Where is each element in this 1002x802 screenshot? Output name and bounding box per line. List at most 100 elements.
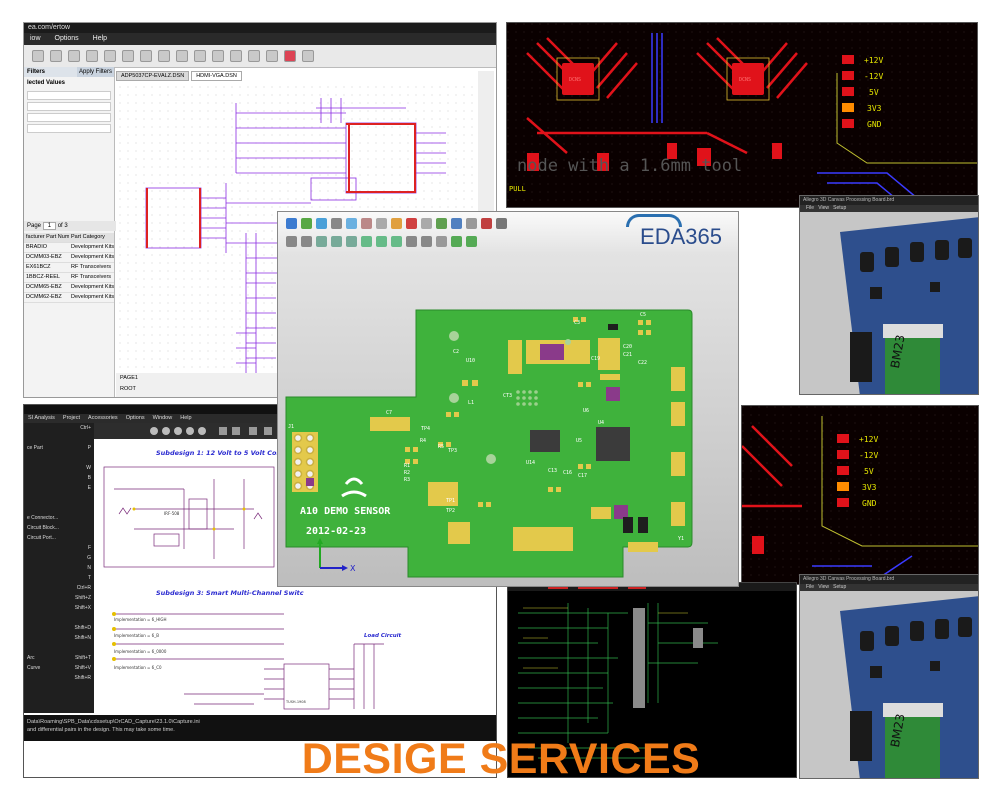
- menu-item-options[interactable]: Options: [125, 415, 145, 421]
- menu-item[interactable]: T: [24, 573, 94, 583]
- menu-item-project[interactable]: Project: [62, 415, 81, 421]
- menu-item[interactable]: [24, 433, 94, 443]
- view-top-icon[interactable]: [346, 236, 357, 247]
- menu-item[interactable]: Shift+Z: [24, 593, 94, 603]
- tool-icon[interactable]: [50, 50, 62, 62]
- menu-item-help[interactable]: Help: [180, 415, 192, 421]
- tool-icon[interactable]: [194, 50, 206, 62]
- menu-item[interactable]: e Connector...: [24, 513, 94, 523]
- rotate-icon[interactable]: [451, 236, 462, 247]
- menu-item[interactable]: Shift+D: [24, 623, 94, 633]
- menu-item[interactable]: [24, 503, 94, 513]
- menu-item-view[interactable]: View: [818, 205, 829, 211]
- view-back-icon[interactable]: [301, 236, 312, 247]
- menu-item[interactable]: Shift+N: [24, 633, 94, 643]
- tool-icon[interactable]: [86, 50, 98, 62]
- menu-item[interactable]: Ctrl+R: [24, 583, 94, 593]
- view-right-icon[interactable]: [331, 236, 342, 247]
- tool-icon[interactable]: [421, 236, 432, 247]
- tool-icon[interactable]: [32, 50, 44, 62]
- menu-item-file[interactable]: File: [806, 584, 815, 590]
- measure-icon[interactable]: [421, 218, 432, 229]
- camera-icon[interactable]: [331, 218, 342, 229]
- menu-item-help[interactable]: Help: [92, 35, 108, 42]
- menu-item[interactable]: Ctrl+: [24, 423, 94, 433]
- menu-item[interactable]: W: [24, 463, 94, 473]
- view-iso-icon[interactable]: [391, 236, 402, 247]
- menu-item[interactable]: B: [24, 473, 94, 483]
- view-front-icon[interactable]: [286, 236, 297, 247]
- tool-icon[interactable]: [158, 50, 170, 62]
- menu-item-setup[interactable]: Setup: [833, 205, 847, 211]
- menu-item-accessories[interactable]: Accessories: [88, 415, 118, 421]
- menu-item-si-analysis[interactable]: SI Analysis: [28, 415, 55, 421]
- menu-item[interactable]: E: [24, 483, 94, 493]
- menu-item[interactable]: N: [24, 563, 94, 573]
- cube-icon[interactable]: [316, 218, 327, 229]
- tool-icon[interactable]: [248, 50, 260, 62]
- filter-field[interactable]: [27, 102, 111, 111]
- tool-icon[interactable]: [176, 50, 188, 62]
- menu-item-view[interactable]: View: [818, 584, 829, 590]
- tree-item-root[interactable]: ROOT: [120, 386, 136, 392]
- view-icon[interactable]: [346, 218, 357, 229]
- wrench-icon[interactable]: [436, 218, 447, 229]
- binoculars-icon[interactable]: [436, 236, 447, 247]
- column-header[interactable]: Part Category: [71, 234, 105, 240]
- menu-item[interactable]: Circuit Port...: [24, 533, 94, 543]
- tool-icon[interactable]: [361, 218, 372, 229]
- filter-field[interactable]: [27, 124, 111, 133]
- tool-icon[interactable]: [140, 50, 152, 62]
- tool-icon[interactable]: [302, 50, 314, 62]
- menu-item-window[interactable]: iow: [30, 35, 41, 42]
- page-input[interactable]: 1: [42, 222, 57, 230]
- menu-item[interactable]: [24, 643, 94, 653]
- tool-icon[interactable]: [266, 50, 278, 62]
- menu-item[interactable]: Shift+R: [24, 673, 94, 683]
- tool-icon[interactable]: [68, 50, 80, 62]
- filter-field[interactable]: [27, 91, 111, 100]
- menu-item-file[interactable]: File: [806, 205, 815, 211]
- refresh-icon[interactable]: [466, 236, 477, 247]
- tool-icon[interactable]: [376, 218, 387, 229]
- pencil-icon[interactable]: [391, 218, 402, 229]
- tool-icon[interactable]: [212, 50, 224, 62]
- arrows-icon[interactable]: [451, 218, 462, 229]
- tool-icon[interactable]: [104, 50, 116, 62]
- menu-item[interactable]: [24, 613, 94, 623]
- apply-filters-button[interactable]: Apply Filters: [76, 67, 114, 77]
- menu-item-setup[interactable]: Setup: [833, 584, 847, 590]
- record-icon[interactable]: [284, 50, 296, 62]
- menu-item[interactable]: [24, 493, 94, 503]
- tab-adp5037[interactable]: ADP5037CP-EVALZ.DSN: [116, 71, 190, 81]
- menu-item[interactable]: F: [24, 543, 94, 553]
- menu-item[interactable]: Circuit Block...: [24, 523, 94, 533]
- tool-icon[interactable]: [406, 236, 417, 247]
- tool-icon[interactable]: [466, 218, 477, 229]
- column-header[interactable]: facturer Part Number: [26, 234, 69, 240]
- tab-hdmi-vga[interactable]: HDMI-VGA.DSN: [191, 71, 242, 81]
- tree-item-page1[interactable]: PAGE1: [120, 375, 138, 381]
- menu-item-window[interactable]: Window: [152, 415, 173, 421]
- view-bottom-icon[interactable]: [361, 236, 372, 247]
- menu-item-options[interactable]: Options: [54, 35, 79, 42]
- view-iso-icon[interactable]: [376, 236, 387, 247]
- menu-item[interactable]: Shift+X: [24, 603, 94, 613]
- warning-icon[interactable]: [406, 218, 417, 229]
- tool-icon[interactable]: [122, 50, 134, 62]
- menu-item[interactable]: [24, 453, 94, 463]
- tool-icon[interactable]: [496, 218, 507, 229]
- tool-icon[interactable]: [230, 50, 242, 62]
- menu-item[interactable]: G: [24, 553, 94, 563]
- tool-icon[interactable]: [481, 218, 492, 229]
- 3d-viewport[interactable]: A10 DEMO SENSOR 2012-02-23 C7 C2 L1 TP4 …: [278, 252, 738, 586]
